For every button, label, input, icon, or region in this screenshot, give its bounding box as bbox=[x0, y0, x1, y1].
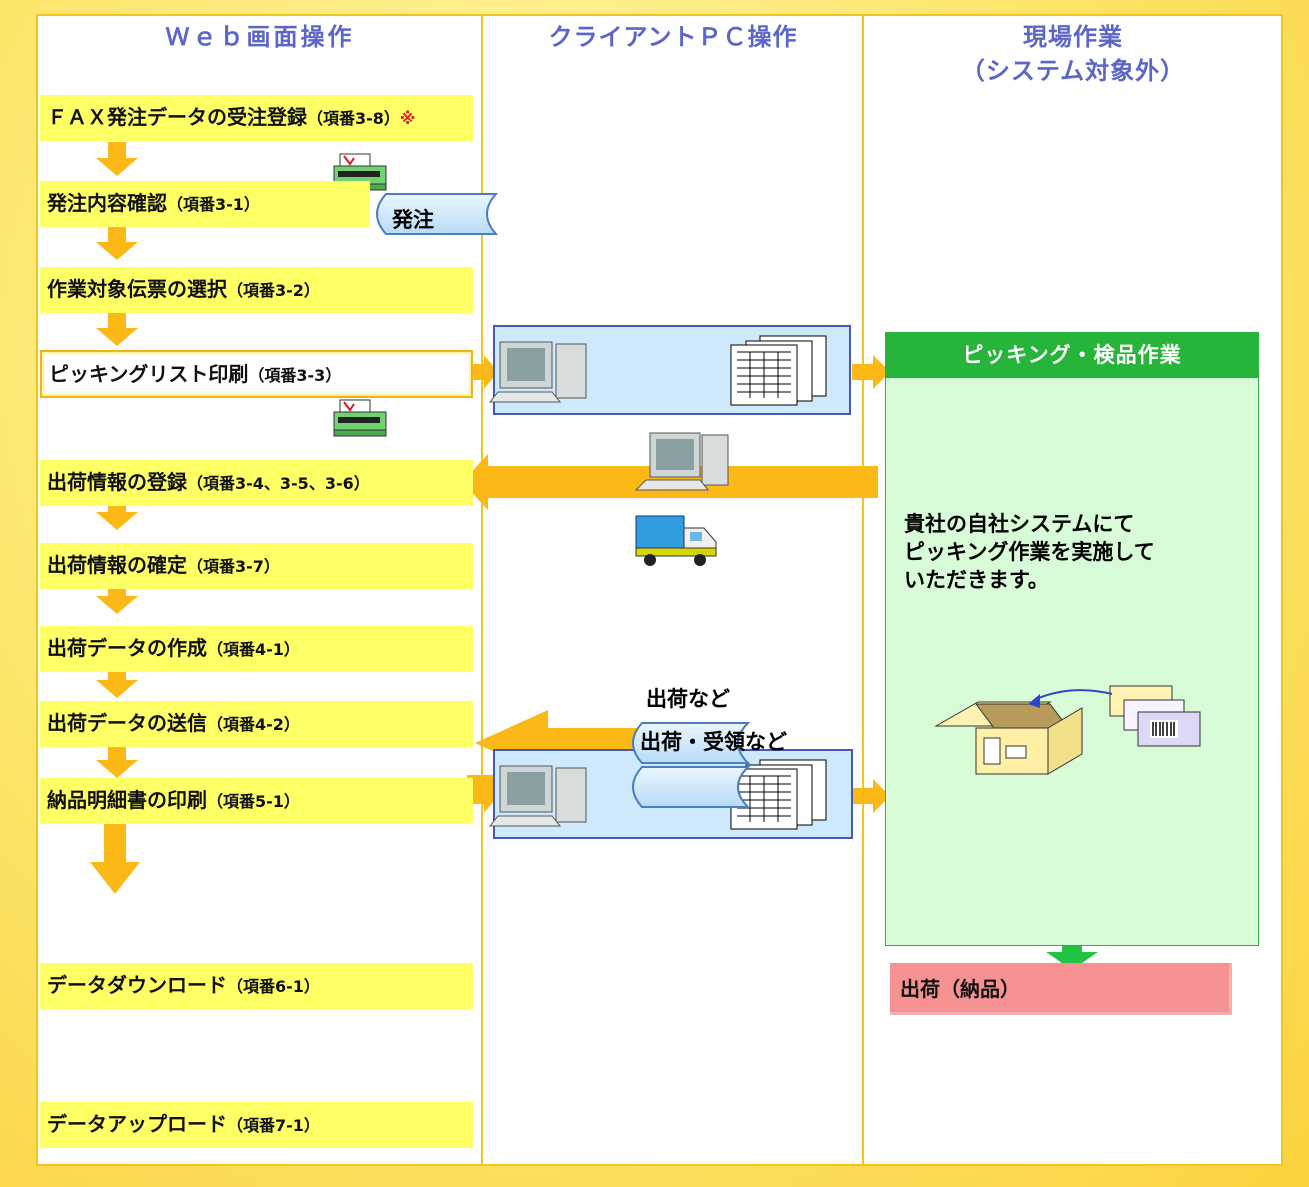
move-arrowhead bbox=[1028, 694, 1040, 708]
flow-arrows-down bbox=[90, 142, 140, 894]
step-shipment-registration: 出荷情報の登録（項番3-4、3-5、3-6） bbox=[40, 460, 473, 506]
printer-icon bbox=[333, 399, 387, 437]
barcode-package-icon bbox=[1109, 685, 1201, 747]
right-arrow bbox=[852, 355, 890, 389]
step-shipment-confirmation: 出荷情報の確定（項番3-7） bbox=[40, 543, 473, 589]
right-arrow bbox=[852, 779, 890, 813]
note-mark: ※ bbox=[399, 109, 416, 128]
step-ref: （項番5-1） bbox=[207, 792, 300, 811]
step-shipment-data-send: 出荷データの送信（項番4-2） bbox=[40, 701, 473, 747]
cardboard-box-icon bbox=[934, 701, 1083, 775]
step-ref: （項番3-3） bbox=[248, 366, 342, 385]
computer-icon bbox=[488, 341, 587, 403]
step-title: データダウンロード bbox=[47, 973, 227, 997]
step-title: 出荷データの作成 bbox=[47, 636, 207, 660]
step-ref: （項番3-1） bbox=[167, 195, 260, 214]
computer-icon bbox=[634, 432, 729, 491]
picking-title: ピッキング・検品作業 bbox=[885, 332, 1259, 378]
step-title: ピッキングリスト印刷 bbox=[49, 362, 249, 386]
step-ref: （項番3-2） bbox=[227, 281, 320, 300]
right-arrow bbox=[465, 355, 498, 389]
download-data-icon bbox=[632, 766, 751, 808]
step-ref: （項番4-1） bbox=[207, 640, 300, 659]
lane-subtitle-field: （システム対象外） bbox=[960, 57, 1186, 85]
upload-data-icon bbox=[632, 722, 751, 764]
lane-divider-1 bbox=[481, 14, 483, 1166]
down-arrow bbox=[96, 580, 138, 614]
download-data-label: 出荷・受領など bbox=[640, 730, 787, 754]
step-title: 作業対象伝票の選択 bbox=[47, 277, 227, 301]
document-stack-icon bbox=[730, 335, 827, 406]
step-data-upload: データアップロード（項番7-1） bbox=[40, 1102, 473, 1148]
down-arrow bbox=[90, 822, 140, 894]
step-title: 出荷情報の登録 bbox=[47, 470, 187, 494]
step-order-confirmation: 発注内容確認（項番3-1） bbox=[40, 181, 370, 227]
down-arrow bbox=[96, 494, 138, 530]
move-arrow bbox=[1033, 689, 1113, 701]
shipment-arrow bbox=[1046, 936, 1098, 970]
step-title: ＦＡＸ発注データの受注登録 bbox=[47, 105, 307, 129]
step-shipment-data-creation: 出荷データの作成（項番4-1） bbox=[40, 626, 473, 672]
down-arrow bbox=[96, 663, 138, 698]
computer-icon bbox=[488, 765, 587, 827]
step-ref: （項番3-7） bbox=[187, 557, 280, 576]
down-arrow bbox=[96, 312, 138, 346]
picking-area bbox=[885, 332, 1259, 946]
picking-text-line: 貴社の自社システムにて bbox=[904, 512, 1135, 536]
step-title: 出荷情報の確定 bbox=[47, 553, 187, 577]
step-ref: （項番6-1） bbox=[227, 977, 320, 996]
step-title: 出荷データの送信 bbox=[47, 711, 207, 735]
lane-title-field: 現場作業 bbox=[1023, 23, 1123, 51]
down-arrow bbox=[96, 226, 138, 260]
step-ref: （項番7-1） bbox=[227, 1116, 320, 1135]
step-title: 納品明細書の印刷 bbox=[47, 788, 207, 812]
step-slip-selection: 作業対象伝票の選択（項番3-2） bbox=[40, 267, 473, 313]
step-picking-list-print: ピッキングリスト印刷（項番3-3） bbox=[40, 350, 473, 398]
order-data-icon bbox=[376, 193, 499, 235]
shipment-box: 出荷（納品） bbox=[890, 963, 1232, 1015]
step-data-download: データダウンロード（項番6-1） bbox=[40, 963, 473, 1009]
step-title: データアップロード bbox=[47, 1112, 227, 1136]
step-ref: （項番3-8） bbox=[307, 109, 400, 128]
step-fax-order-registration: ＦＡＸ発注データの受注登録（項番3-8）※ bbox=[40, 95, 473, 141]
truck-icon bbox=[635, 515, 717, 566]
lane-title-client: クライアントＰＣ操作 bbox=[548, 23, 798, 51]
step-delivery-statement-print: 納品明細書の印刷（項番5-1） bbox=[40, 778, 473, 824]
step-ref: （項番4-2） bbox=[207, 715, 300, 734]
down-arrow bbox=[96, 142, 138, 176]
step-ref: （項番3-4、3-5、3-6） bbox=[187, 474, 370, 493]
step-title: 発注内容確認 bbox=[47, 191, 167, 215]
picking-description: 貴社の自社システムにて ピッキング作業を実施して いただきます。 bbox=[904, 510, 1244, 594]
picking-text-line: いただきます。 bbox=[904, 568, 1049, 592]
lane-divider-2 bbox=[862, 14, 864, 1166]
lane-title-web: Ｗｅｂ画面操作 bbox=[165, 23, 355, 51]
order-data-label: 発注 bbox=[392, 208, 434, 232]
upload-data-label: 出荷など bbox=[646, 687, 730, 711]
picking-text-line: ピッキング作業を実施して bbox=[904, 540, 1155, 564]
down-arrow bbox=[96, 744, 138, 778]
